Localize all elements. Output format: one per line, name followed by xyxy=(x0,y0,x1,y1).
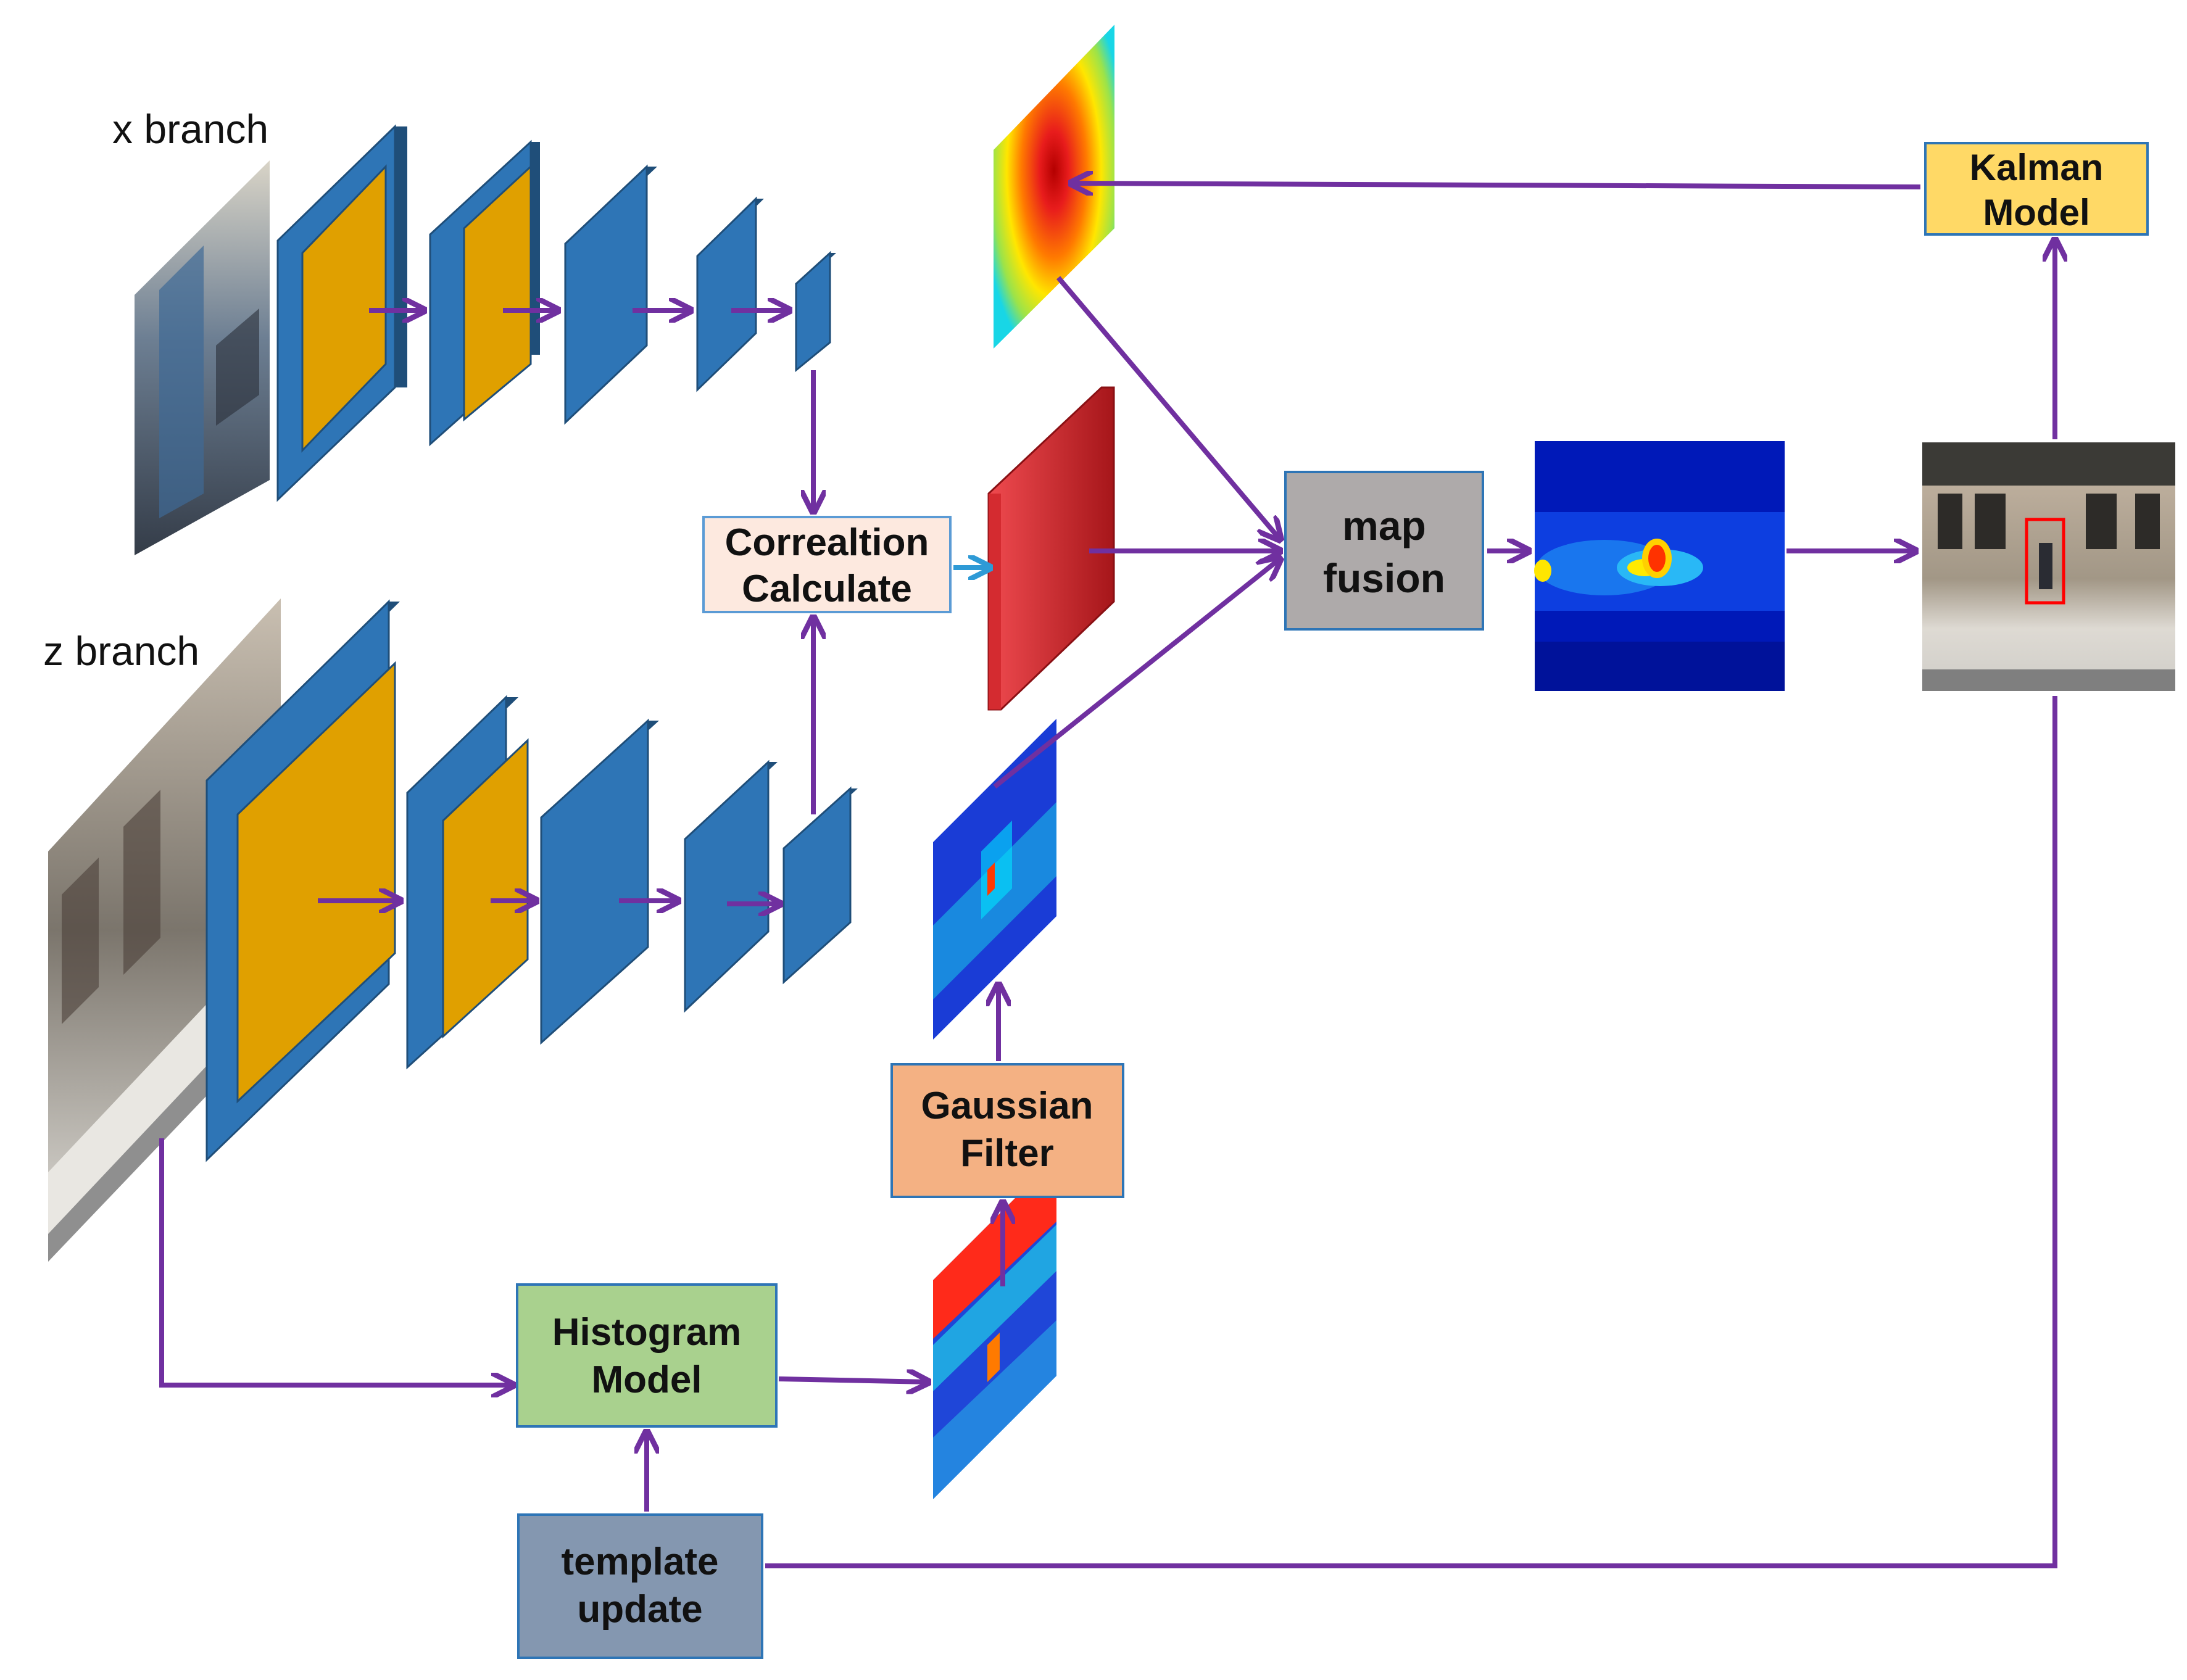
x-branch-cnn xyxy=(276,124,836,502)
histogram-label-2: Model xyxy=(591,1359,702,1401)
x-conv3-block xyxy=(564,164,657,425)
z-conv1-block xyxy=(205,599,400,1162)
histogram-backprojection-map xyxy=(933,1157,1056,1499)
x-conv5-block xyxy=(795,250,836,373)
gaussian-filter-box: Gaussian Filter xyxy=(890,1063,1124,1198)
z-conv5-block xyxy=(782,786,858,985)
template-label-2: update xyxy=(577,1588,702,1631)
gaussian-label-2: Filter xyxy=(960,1132,1054,1175)
arrow-histogram-to-map xyxy=(778,1379,929,1382)
kalman-label-2: Model xyxy=(1983,192,2089,233)
kalman-model-box: Kalman Model xyxy=(1924,142,2149,236)
gaussian-response-map-icon xyxy=(994,25,1114,349)
arrow-z-frame-to-histogram xyxy=(159,1138,513,1385)
arrow-filtered-to-fusion xyxy=(993,558,1280,789)
output-frame-with-bbox xyxy=(1922,442,2175,691)
correlation-label-1: Correaltion xyxy=(725,521,929,564)
z-branch-cnn xyxy=(205,599,858,1162)
histogram-label-1: Histogram xyxy=(552,1311,742,1354)
map-fusion-box: map fusion xyxy=(1284,471,1484,631)
map-fusion-label-2: fusion xyxy=(1323,555,1445,601)
correlation-label-2: Calculate xyxy=(742,568,912,610)
template-label-1: template xyxy=(562,1541,719,1583)
kalman-label-1: Kalman xyxy=(1970,147,2104,188)
arrow-response-to-fusion xyxy=(1056,276,1280,540)
correlation-response-map xyxy=(987,386,1115,711)
arrow-kalman-to-response xyxy=(1071,183,1921,187)
fused-heatmap-icon xyxy=(1534,441,1785,691)
map-fusion-label-1: map xyxy=(1342,503,1426,548)
z-conv4-block xyxy=(684,759,778,1013)
correlation-calculate-box: Correaltion Calculate xyxy=(702,516,952,613)
z-conv2-block xyxy=(406,695,529,1070)
gaussian-label-1: Gaussian xyxy=(921,1085,1093,1127)
x-branch-label: x branch xyxy=(112,106,268,152)
histogram-model-box: Histogram Model xyxy=(516,1283,778,1428)
target-bounding-box xyxy=(2025,518,2065,605)
x-conv4-block xyxy=(696,196,764,392)
z-branch-label: z branch xyxy=(43,628,199,674)
x-conv2-block xyxy=(429,139,540,447)
filtered-color-map xyxy=(933,719,1056,1040)
template-update-box: template update xyxy=(517,1513,763,1659)
x-conv1-block xyxy=(276,124,407,502)
arrow-output-to-template xyxy=(765,696,2057,1568)
x-branch-input-frame xyxy=(135,160,270,555)
arrows xyxy=(159,183,2057,1568)
z-conv3-block xyxy=(540,718,659,1045)
